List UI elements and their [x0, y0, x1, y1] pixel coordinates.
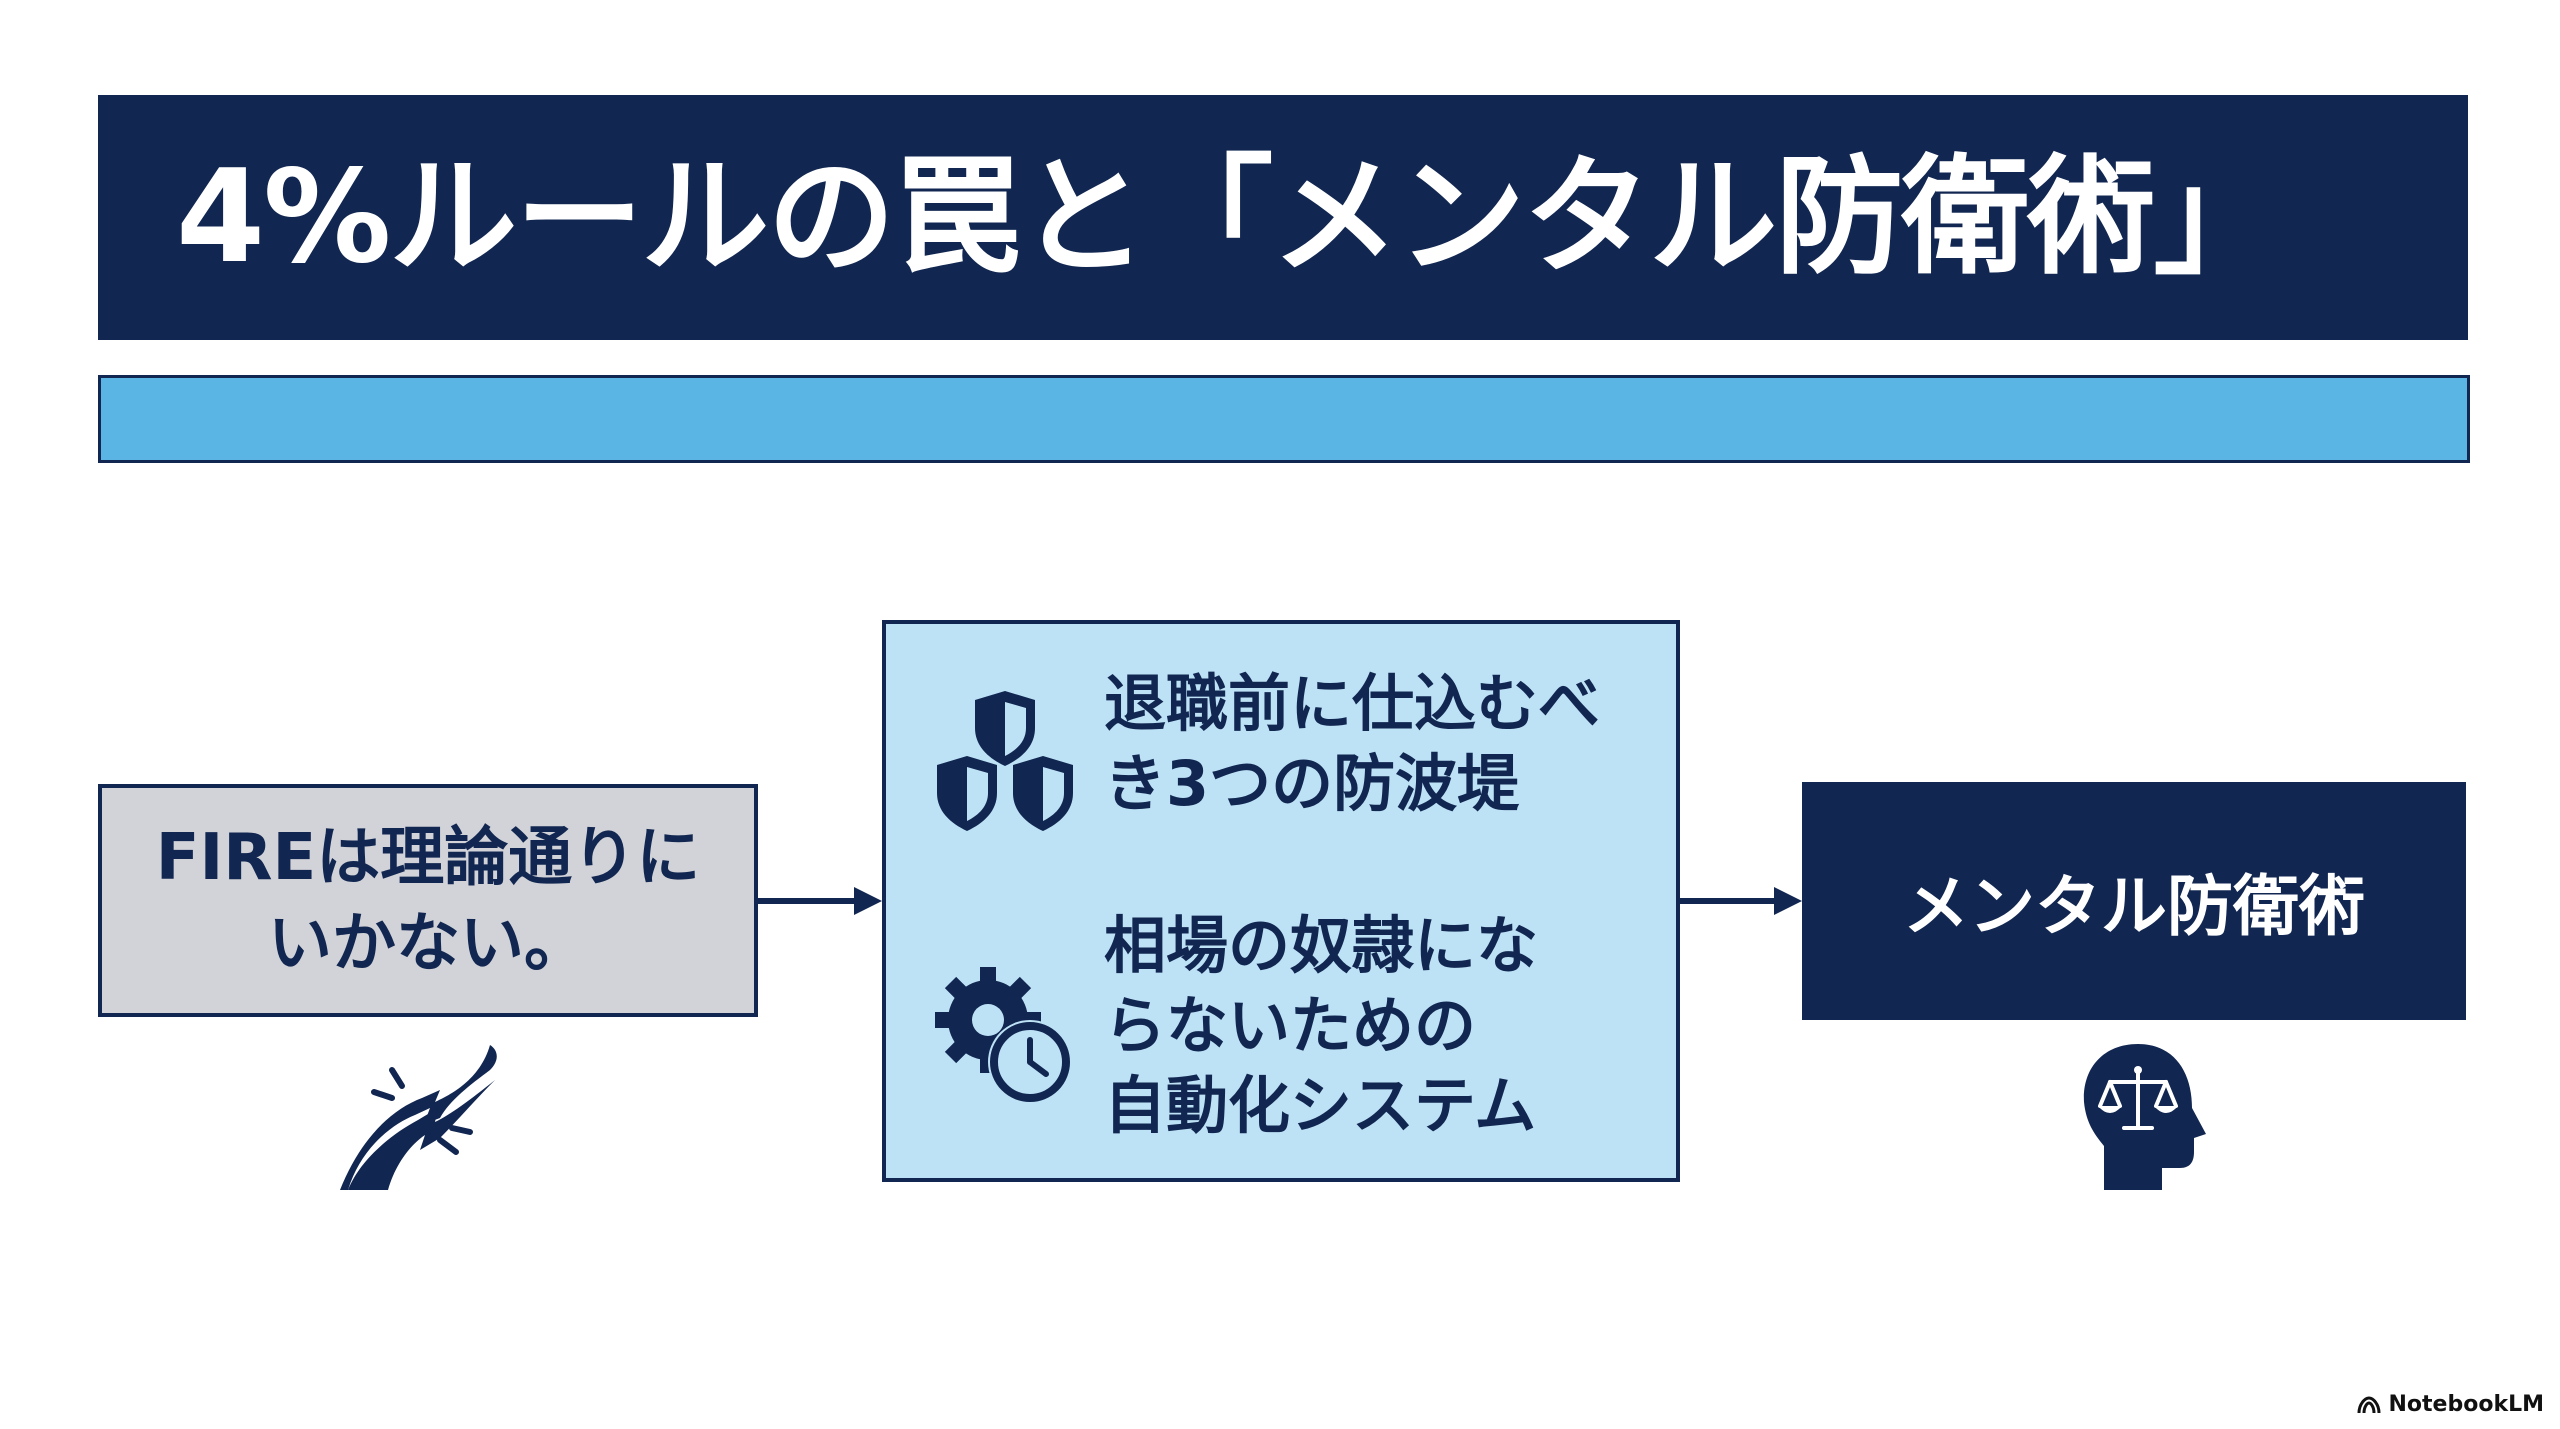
breakwater-text: 退職前に仕込むべ き3つの防波堤: [1104, 664, 1600, 824]
breakwater-line-2: き3つの防波堤: [1104, 747, 1520, 820]
title-bar: 4%ルールの罠と「メンタル防衛術」: [98, 95, 2468, 340]
breakwater-line-1: 退職前に仕込むべ: [1104, 667, 1601, 740]
shields-icon: [937, 691, 1073, 831]
fire-theory-text: FIREは理論通りにいかない。: [155, 820, 701, 981]
automation-line-3: 自動化システム: [1104, 1069, 1537, 1142]
fire-theory-box: FIREは理論通りにいかない。: [98, 784, 758, 1017]
accent-bar: [98, 375, 2470, 463]
watermark-text: NotebookLM: [2388, 1392, 2544, 1417]
preparation-box: 退職前に仕込むべ き3つの防波堤 相場の奴隷にな らないための 自動化システム: [882, 620, 1680, 1182]
mental-defense-text: メンタル防衛術: [1903, 868, 2365, 945]
page-title: 4%ルールの罠と「メンタル防衛術」: [176, 142, 2281, 292]
automation-text: 相場の奴隷にな らないための 自動化システム: [1104, 906, 1538, 1146]
head-scales-icon: [2083, 1044, 2206, 1190]
notebooklm-logo-icon: [2357, 1395, 2381, 1413]
broken-road-icon: [340, 1045, 497, 1190]
gear-clock-icon: [935, 967, 1072, 1104]
arrow-to-center: [758, 887, 882, 915]
automation-line-1: 相場の奴隷にな: [1104, 909, 1539, 982]
mental-defense-box: メンタル防衛術: [1802, 782, 2466, 1020]
automation-line-2: らないための: [1104, 989, 1477, 1062]
notebooklm-watermark: NotebookLM: [2357, 1392, 2544, 1417]
arrow-to-right: [1680, 887, 1802, 915]
